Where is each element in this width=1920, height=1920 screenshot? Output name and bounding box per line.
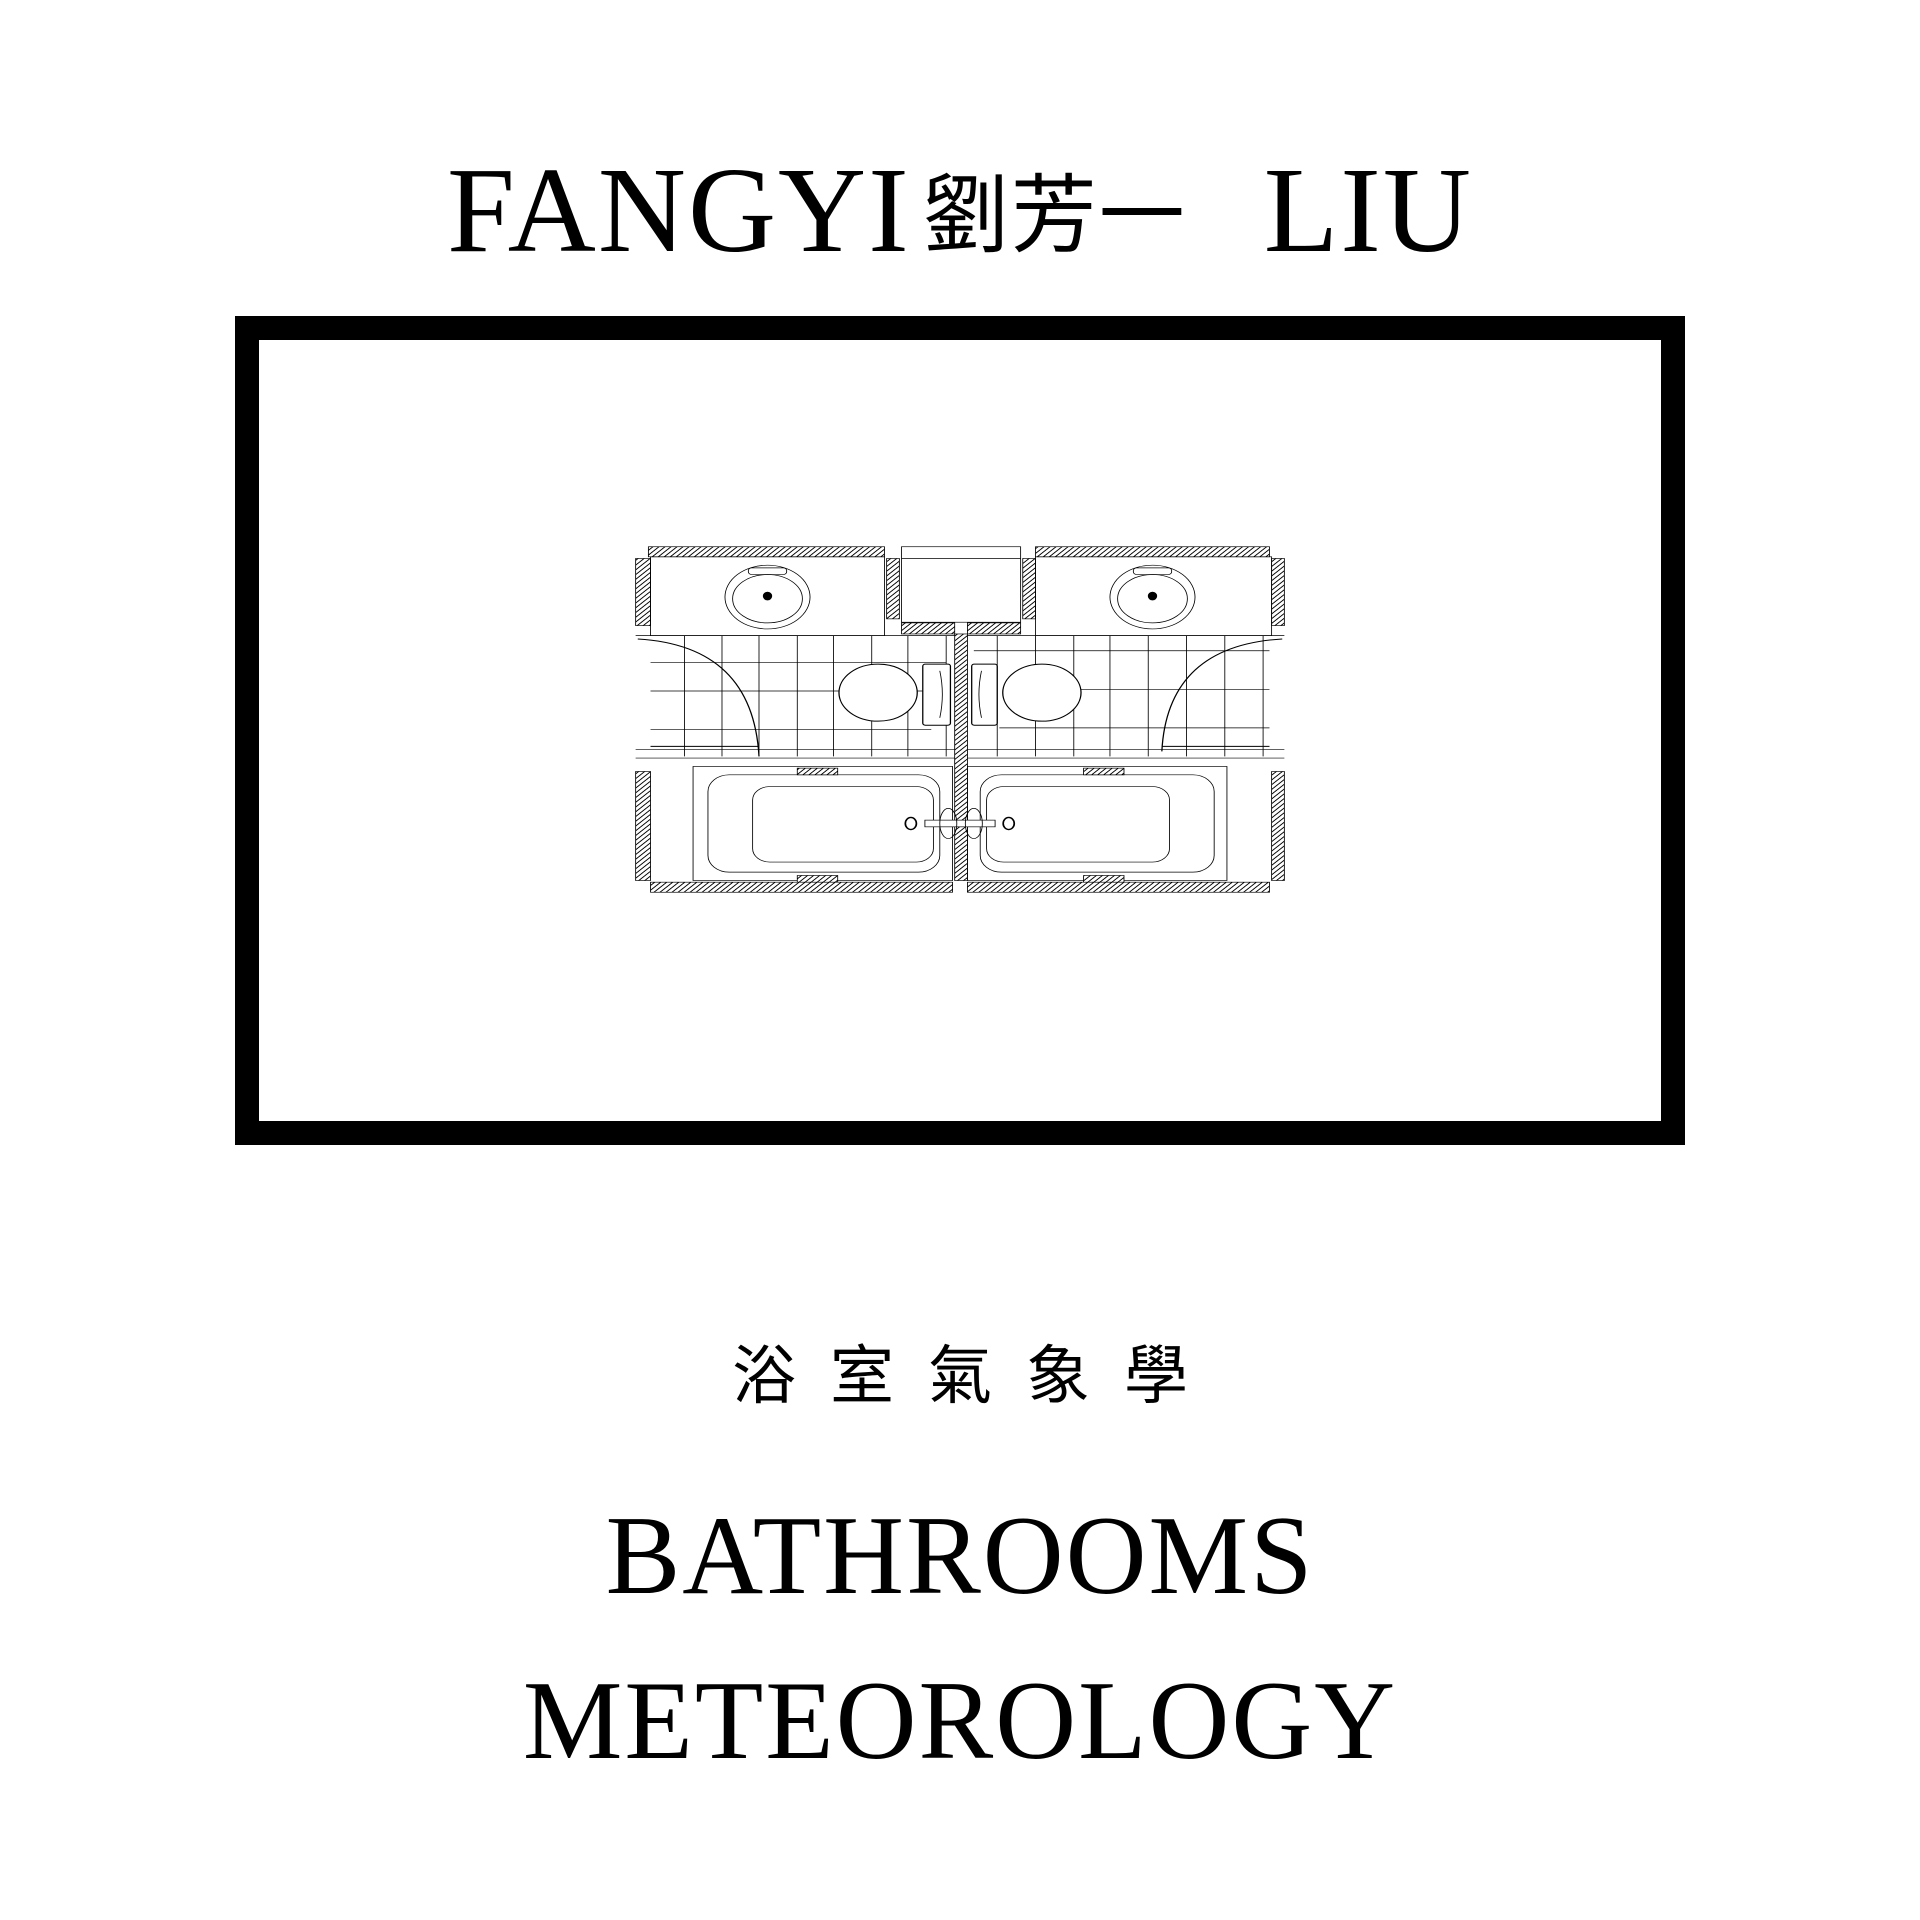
bathroom-floor-plan-icon [635,546,1285,893]
title-line-2: METEOROLOGY [522,1659,1398,1783]
title-chinese: 浴室氣象學 [732,1340,1222,1414]
author-chinese-name: 劉芳一 [922,166,1187,266]
title-line-1: BATHROOMS [605,1494,1315,1618]
author-last-name: LIU [1263,143,1474,278]
illustration-frame [235,316,1685,1145]
walls [635,546,1285,893]
author-first-name: FANGYI [446,143,911,278]
